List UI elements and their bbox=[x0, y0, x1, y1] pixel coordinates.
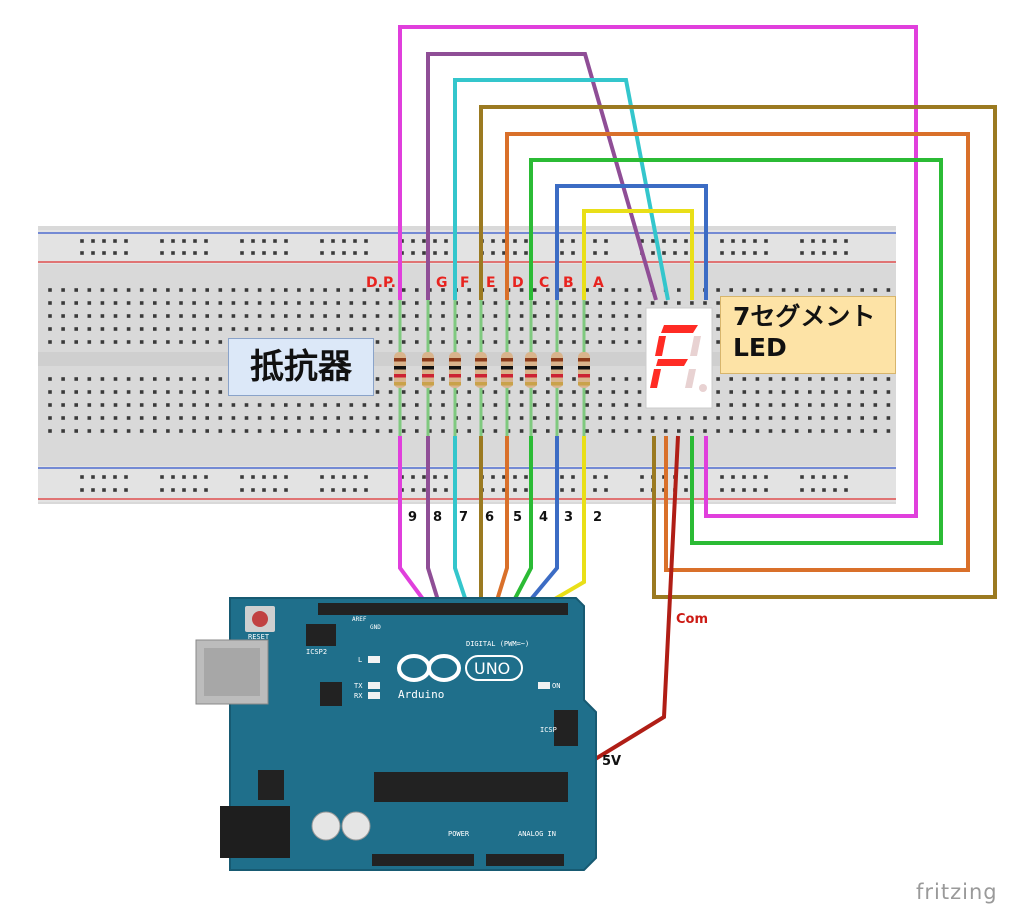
resistor bbox=[525, 300, 537, 436]
pin-number-label: 5 bbox=[513, 510, 523, 525]
wire-e bbox=[479, 105, 997, 599]
arduino-icsp2-text: ICSP2 bbox=[306, 648, 328, 656]
icsp-header bbox=[554, 710, 578, 746]
led-segments-off bbox=[685, 336, 707, 392]
led-tx bbox=[368, 682, 380, 689]
arduino-digital-text: DIGITAL (PWM=~) bbox=[466, 640, 530, 648]
arduino-logo-icon bbox=[397, 654, 461, 682]
led-label-line1: 7セグメント bbox=[733, 302, 876, 331]
pin-number-label: 6 bbox=[485, 510, 495, 525]
atmega-chip bbox=[374, 772, 568, 802]
resistors bbox=[394, 300, 590, 436]
power-header bbox=[372, 854, 474, 866]
resistor bbox=[449, 300, 461, 436]
wire-d bbox=[505, 132, 970, 572]
led-label-line2: LED bbox=[733, 333, 787, 362]
wire-f-arduino bbox=[453, 436, 471, 611]
icsp2-header bbox=[306, 624, 336, 646]
pin-number-label: 9 bbox=[408, 510, 418, 525]
arduino-tx-text: TX bbox=[354, 682, 363, 690]
wire-b bbox=[555, 184, 708, 300]
led-body bbox=[645, 307, 713, 409]
arduino-l-text: L bbox=[358, 656, 363, 664]
arduino-icsp-text: ICSP bbox=[540, 726, 557, 734]
arduino-uno bbox=[195, 597, 597, 871]
segment-letter-label: E bbox=[486, 275, 496, 291]
pin-number-label: 8 bbox=[433, 510, 443, 525]
resistor bbox=[578, 300, 590, 436]
resistor bbox=[422, 300, 434, 436]
seven-segment-display bbox=[645, 307, 713, 409]
resistor bbox=[394, 300, 406, 436]
arduino-brand-text: Arduino bbox=[398, 688, 445, 701]
five-volt-label: 5V bbox=[602, 754, 622, 769]
resistor bbox=[501, 300, 513, 436]
power-jack bbox=[220, 806, 290, 858]
led-label: 7セグメント LED bbox=[720, 296, 896, 374]
led-segments-lit bbox=[650, 325, 698, 388]
wire-d-arduino bbox=[492, 436, 509, 611]
segment-letter-label: C bbox=[539, 275, 550, 291]
pin-number-label: 3 bbox=[564, 510, 574, 525]
com-label: Com bbox=[676, 612, 709, 627]
resistor bbox=[475, 300, 487, 436]
top-power-rail bbox=[38, 230, 896, 264]
led-l bbox=[368, 656, 380, 663]
wire-g-arduino bbox=[426, 436, 443, 611]
wire-b-arduino bbox=[520, 436, 559, 612]
wire-dp bbox=[398, 25, 918, 518]
pin-number-label: 2 bbox=[593, 510, 603, 525]
capacitor bbox=[341, 811, 371, 841]
wire-dp-arduino bbox=[398, 436, 433, 612]
wire-a bbox=[582, 209, 694, 300]
fritzing-logo: fritzing bbox=[916, 880, 998, 904]
capacitor bbox=[311, 811, 341, 841]
digital-header bbox=[318, 603, 568, 615]
segment-letter-label: D.P. bbox=[366, 275, 396, 291]
arduino-on-text: ON bbox=[552, 682, 561, 690]
voltage-regulator bbox=[258, 770, 284, 800]
arduino-reset-text: RESET bbox=[248, 633, 270, 641]
arduino-model-text: UNO bbox=[474, 659, 511, 678]
arduino-rx-text: RX bbox=[354, 692, 363, 700]
segment-letter-label: F bbox=[460, 275, 470, 291]
usb-chip bbox=[320, 682, 342, 706]
pin-number-label: 7 bbox=[459, 510, 469, 525]
arduino-aref-text: AREF bbox=[352, 616, 367, 623]
arduino-gnd-text: GND bbox=[370, 624, 381, 631]
pin-number-label: 4 bbox=[539, 510, 549, 525]
wires bbox=[398, 25, 997, 612]
wire-c-arduino bbox=[507, 436, 533, 611]
resistor-label: 抵抗器 bbox=[228, 338, 374, 396]
resistor bbox=[551, 300, 563, 436]
wire-f bbox=[453, 78, 670, 301]
segment-letter-label: A bbox=[593, 275, 604, 291]
wire-g bbox=[426, 52, 658, 301]
led-on bbox=[538, 682, 550, 689]
led-rx bbox=[368, 692, 380, 699]
analog-header bbox=[486, 854, 564, 866]
bottom-power-rail bbox=[38, 466, 896, 502]
wire-c bbox=[529, 158, 943, 545]
segment-letter-label: D bbox=[512, 275, 524, 291]
segment-letter-label: G bbox=[436, 275, 448, 291]
arduino-analog-text: ANALOG IN bbox=[518, 830, 556, 838]
segment-letter-label: B bbox=[563, 275, 574, 291]
arduino-power-text: POWER bbox=[448, 830, 470, 838]
